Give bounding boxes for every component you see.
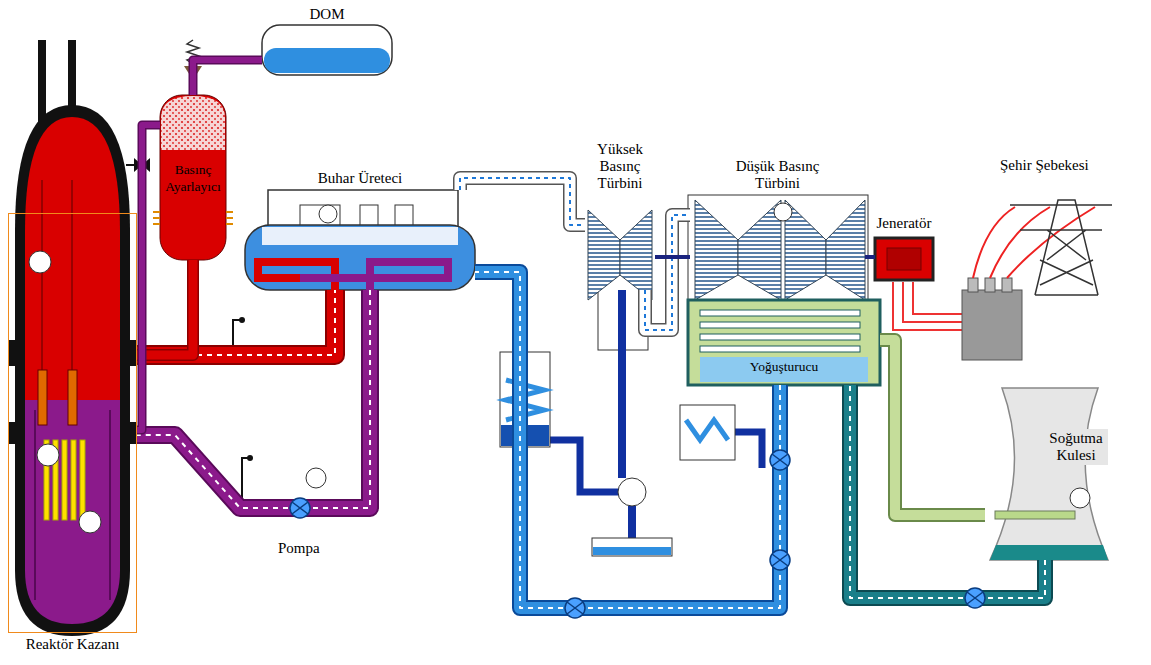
pipe-stroke [137,290,335,355]
node-label: Yüksek Basınç Türbini [588,141,652,192]
steam-generator: Buhar Üreteci [245,190,475,290]
pipe-stroke [460,178,585,225]
label-group: Yoğuşturucu [688,358,880,375]
pump-symbol [290,450,985,618]
label-group: Soğutma Kulesi [1044,429,1108,465]
pipe-connector [460,178,585,225]
pipe-stroke [137,290,370,508]
pipe-stroke [137,290,370,508]
pipe-connector [137,125,160,430]
pipe-stroke [137,290,370,508]
pipe-stroke [850,385,1045,598]
pipe-stroke [460,178,585,225]
label-group: Düşük Basınç Türbini [723,158,833,192]
pipe-stroke [460,178,585,225]
pipe-connector [137,290,370,508]
node-label: Basınç Ayarlayıcı [160,161,226,195]
pipe-connector [880,340,985,515]
relief-tank: DOM [262,25,392,75]
grid-label: Şehir Şebekesi [1000,157,1089,174]
hp-turbine: Yüksek Basınç Türbini [585,195,655,290]
pipe-stroke [137,125,160,430]
label-group: Basınç Ayarlayıcı [160,161,226,195]
condenser-box: Yoğuşturucu [688,300,880,385]
pipe-connector [475,272,780,608]
pipe-stroke [137,290,335,355]
pipe-connector [645,215,690,330]
cooling-tower: Soğutma Kulesi [985,385,1110,560]
generator-box: Jeneratör [875,238,933,280]
pipe-stroke [850,385,1045,598]
pipe-stroke [645,215,690,330]
pipe-stroke [865,255,875,259]
pipe-stroke [193,60,262,95]
pipe-connector [865,257,875,258]
pipe-connector [850,385,1045,598]
label-group: Yüksek Basınç Türbini [588,141,652,192]
reactor-vessel-box: Reaktör Kazanı [8,213,137,633]
pipe-stroke [137,125,160,430]
label-group: Buhar Üreteci [318,170,403,187]
pipe-stroke [475,272,780,608]
node-label: Reaktör Kazanı [26,636,120,653]
node-label: Jeneratör [877,215,932,232]
pipe-stroke [193,60,262,95]
pipe-stroke [880,340,985,515]
lp-turbine: Düşük Basınç Türbini [690,195,865,300]
pipe-stroke [137,290,335,355]
component-label: Pompa [278,540,320,557]
pipe-stroke [850,385,1045,598]
pump-callout-circle [306,468,326,488]
node-label: Buhar Üreteci [318,170,403,187]
pipe-stroke [645,215,690,330]
pipe-stroke [645,215,690,330]
node-label: DOM [309,6,344,23]
pipe-stroke [475,272,780,608]
label-group: Jeneratör [877,215,932,232]
pipe-stroke [880,340,985,515]
pipe-connector [137,290,335,355]
pipe-stroke [475,272,780,608]
pipe-connector [193,60,262,95]
pressurizer-vessel: Basınç Ayarlayıcı [160,95,226,260]
node-label: Düşük Basınç Türbini [723,158,833,192]
pump-blades [292,454,983,614]
node-label: Soğutma Kulesi [1044,430,1108,464]
node-label: Yoğuşturucu [688,358,880,375]
label-group: DOM [309,6,344,23]
pipe-connector [655,257,690,258]
label-group: Reaktör Kazanı [26,636,120,653]
pipe-stroke [655,255,690,259]
